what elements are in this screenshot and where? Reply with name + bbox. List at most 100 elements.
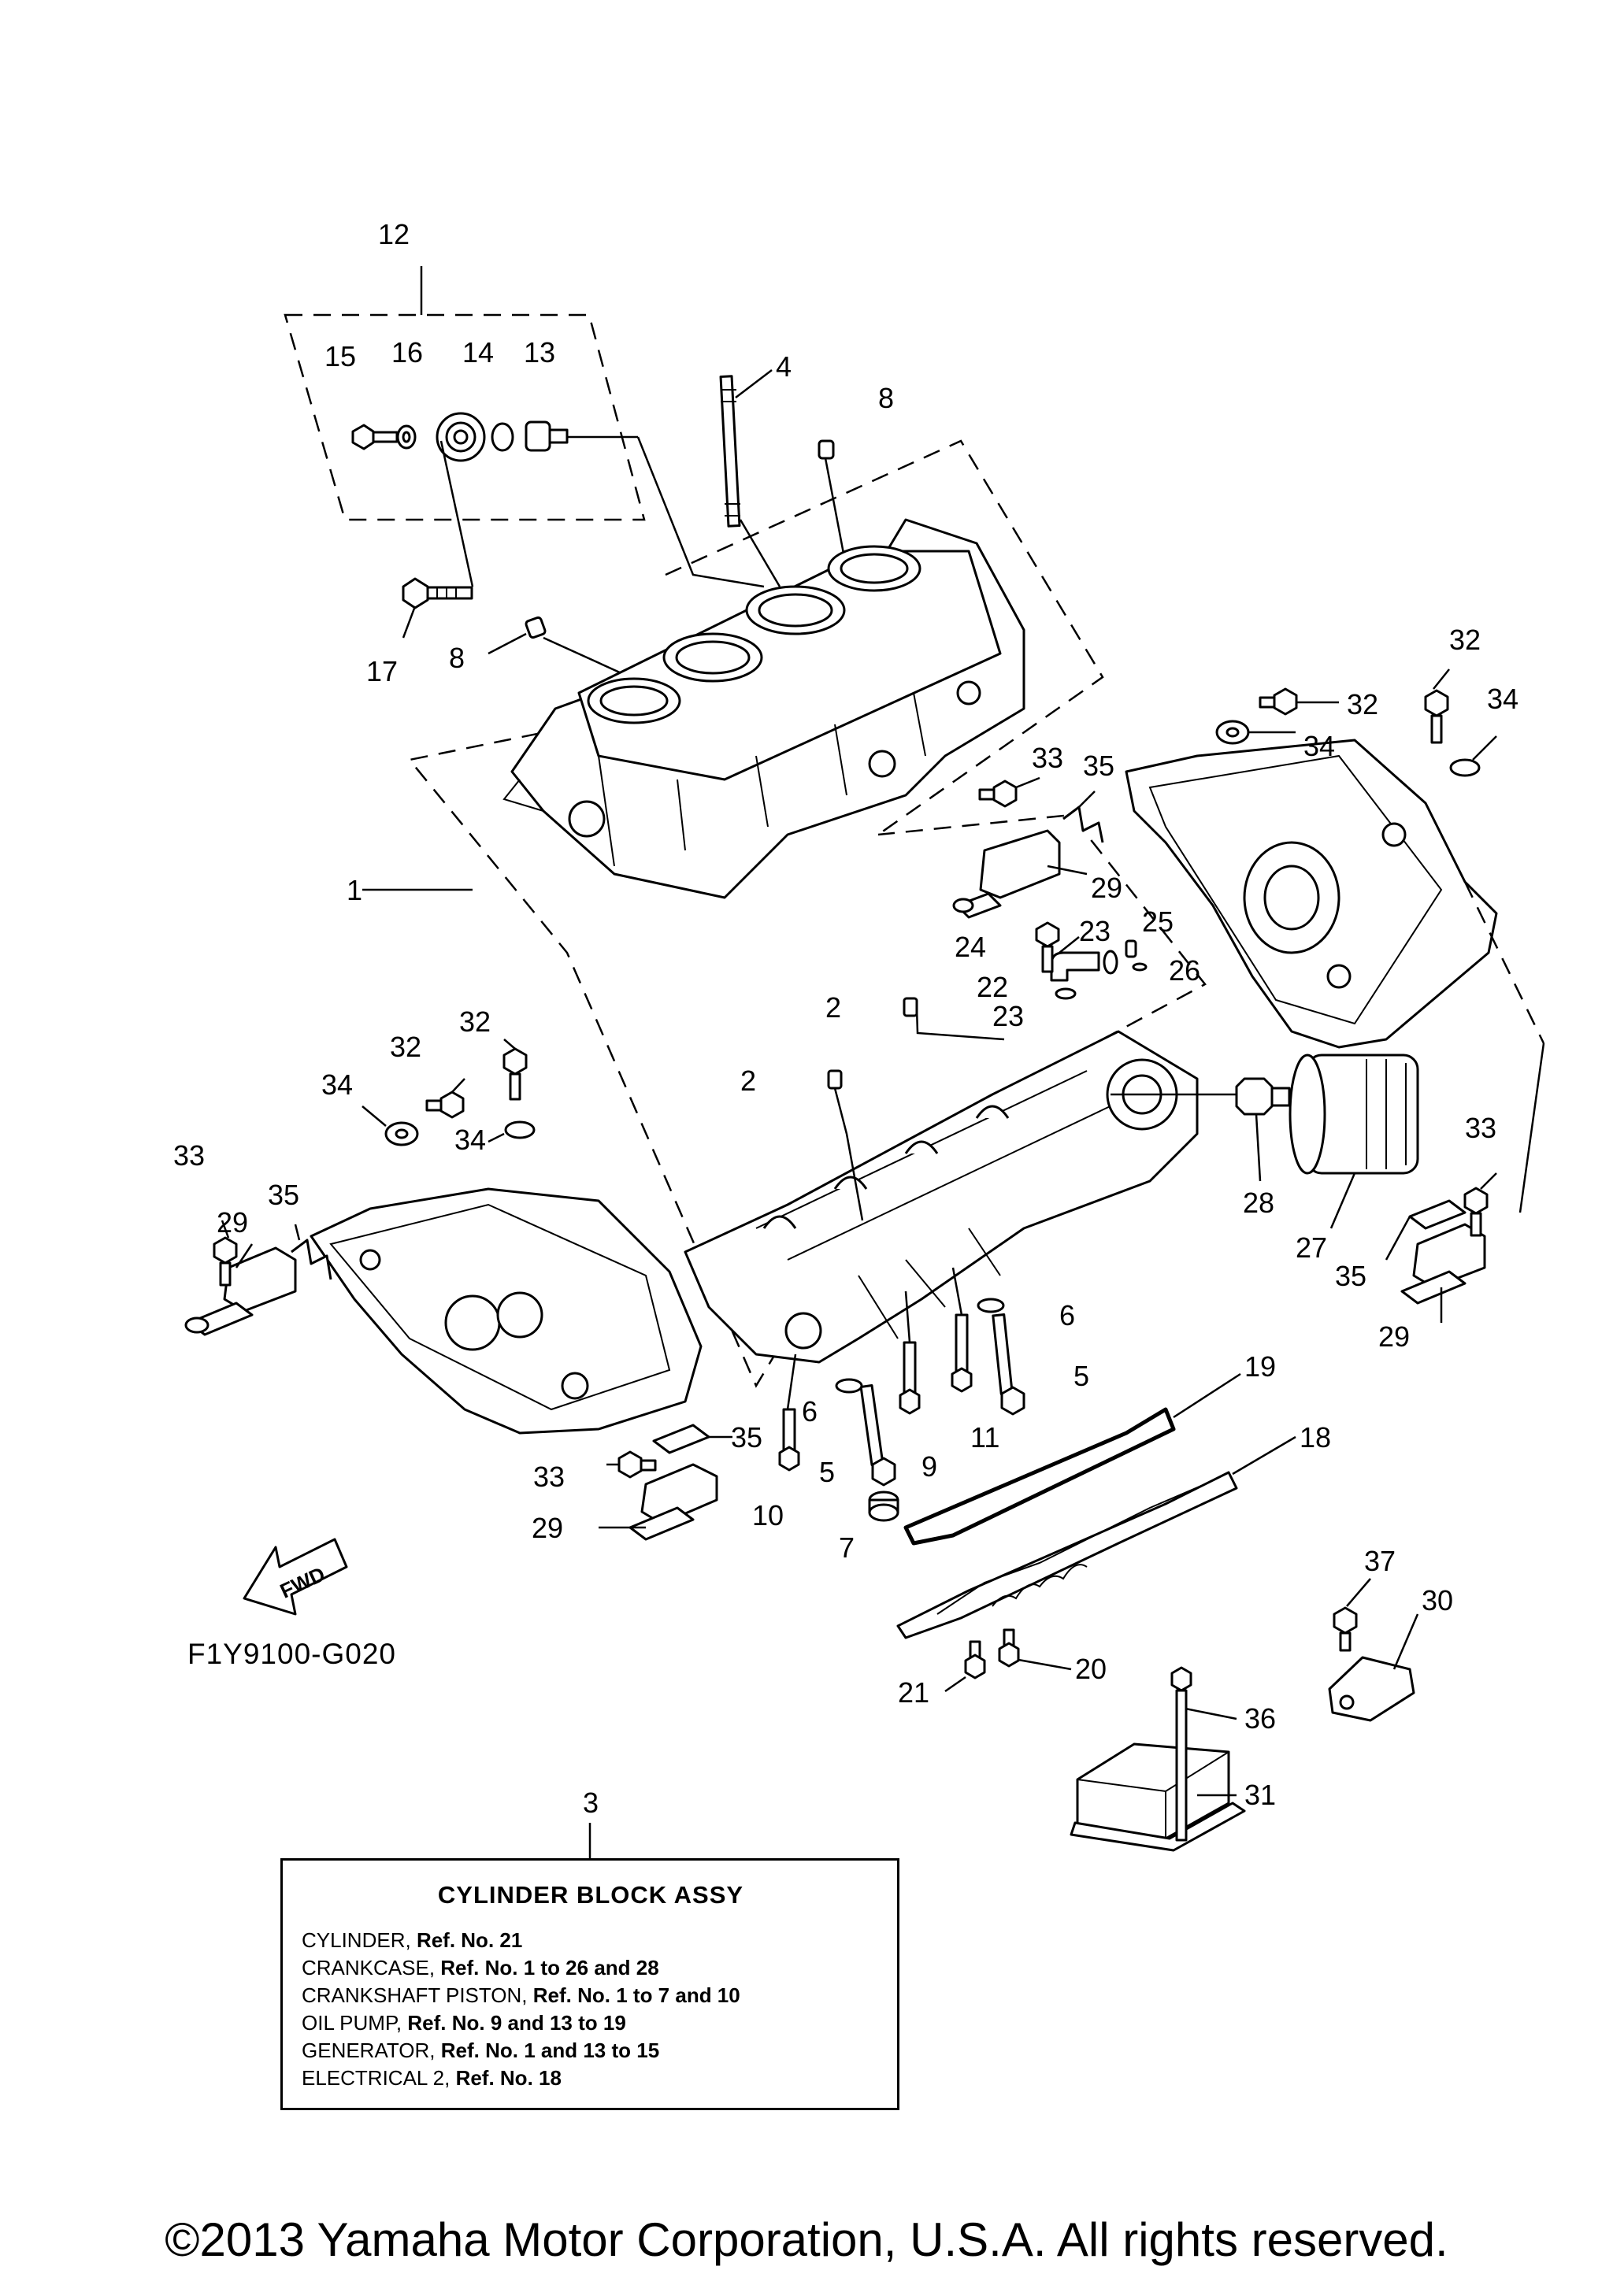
switch-part-13	[525, 420, 569, 452]
bolt-part-11	[951, 1313, 973, 1393]
washer-part-34-left-b	[504, 1120, 536, 1139]
callout-22: 22	[977, 971, 1008, 1003]
callout-35: 35	[268, 1179, 299, 1211]
callout-32: 32	[1449, 624, 1481, 656]
callout-21: 21	[898, 1676, 929, 1709]
assy-line: GENERATOR, Ref. No. 1 and 13 to 15	[302, 2037, 880, 2065]
callout-18: 18	[1300, 1421, 1331, 1454]
callout-6: 6	[802, 1395, 818, 1428]
callout-35: 35	[731, 1421, 762, 1454]
assy-line: ELECTRICAL 2, Ref. No. 18	[302, 2065, 880, 2092]
bolt-part-32-left-a	[425, 1091, 465, 1119]
oil-filter-part-27	[1289, 1054, 1419, 1175]
assy-line-name: CYLINDER,	[302, 1928, 411, 1952]
bracket-part-35-right	[1408, 1199, 1467, 1230]
callout-1: 1	[347, 874, 362, 906]
callout-28: 28	[1243, 1187, 1274, 1219]
pad-part-30	[1328, 1656, 1415, 1722]
callout-5: 5	[1073, 1360, 1089, 1392]
callout-8: 8	[878, 382, 894, 414]
mount-part-29-left	[184, 1246, 297, 1336]
callout-3: 3	[583, 1787, 599, 1819]
callout-34: 34	[1303, 730, 1335, 762]
callout-5: 5	[819, 1456, 835, 1488]
assy-line-ref: Ref. No. 1 and 13 to 15	[440, 2039, 660, 2062]
dowel-pin-part-8-left	[525, 616, 547, 639]
bolt-part-5-right	[992, 1313, 1025, 1416]
assy-line-name: OIL PUMP,	[302, 2011, 402, 2035]
assy-line-ref: Ref. No. 18	[455, 2066, 562, 2090]
bracket-part-35-left	[291, 1239, 332, 1280]
bolt-part-33-top	[978, 780, 1018, 808]
callout-26: 26	[1169, 954, 1200, 987]
o-ring-part-14	[491, 422, 514, 452]
callout-34: 34	[1487, 683, 1518, 715]
oil-pan-cover-part-18	[896, 1471, 1238, 1639]
assy-box-title: CYLINDER BLOCK ASSY	[437, 1881, 744, 1909]
assy-line: CRANKSHAFT PISTON, Ref. No. 1 to 7 and 1…	[302, 1982, 880, 2009]
assy-line-ref: Ref. No. 1 to 26 and 28	[440, 1956, 659, 1979]
assy-line-name: ELECTRICAL 2,	[302, 2066, 451, 2090]
callout-16: 16	[391, 336, 423, 368]
bolt-part-17	[402, 577, 473, 609]
callout-34: 34	[454, 1124, 486, 1156]
group-12-dashed-box	[284, 266, 646, 521]
bolt-part-10	[778, 1408, 800, 1472]
callout-32: 32	[390, 1031, 421, 1063]
bolt-part-15	[351, 424, 399, 450]
assy-line-ref: Ref. No. 1 to 7 and 10	[532, 1983, 740, 2007]
callout-23: 23	[1079, 915, 1111, 947]
assy-line: CRANKCASE, Ref. No. 1 to 26 and 28	[302, 1954, 880, 1982]
callout-20: 20	[1075, 1653, 1107, 1685]
callout-9: 9	[921, 1450, 937, 1483]
block-part-31	[1070, 1742, 1246, 1852]
o-ring-part-23-bottom	[1055, 987, 1077, 1000]
callout-4: 4	[776, 350, 792, 383]
washer-part-34-far-right	[1449, 758, 1481, 777]
callout-11: 11	[970, 1421, 999, 1454]
bolt-part-24	[1035, 921, 1060, 973]
callout-33: 33	[533, 1461, 565, 1493]
callout-35: 35	[1335, 1260, 1366, 1292]
cap-part-22	[1050, 951, 1100, 982]
callout-32: 32	[459, 1005, 491, 1038]
lower-crankcase	[684, 1030, 1199, 1364]
bolt-part-32-top-right	[1259, 687, 1298, 716]
washer-part-34-top	[1215, 720, 1250, 745]
callout-6: 6	[1059, 1299, 1075, 1331]
gasket-part-19	[903, 1407, 1176, 1546]
callout-36: 36	[1244, 1702, 1276, 1735]
fitting-part-28	[1235, 1077, 1291, 1116]
callout-10: 10	[752, 1499, 784, 1531]
callout-33: 33	[1465, 1112, 1496, 1144]
callout-30: 30	[1422, 1584, 1453, 1616]
mount-part-29-bottom	[629, 1463, 718, 1541]
callout-19: 19	[1244, 1350, 1276, 1383]
cylinder-block-assy-box: CYLINDER BLOCK ASSY CYLINDER, Ref. No. 2…	[280, 1858, 899, 2110]
bolt-part-33-bottom	[617, 1450, 657, 1479]
bolt-part-37	[1333, 1606, 1358, 1652]
bolt-part-5-left	[859, 1384, 896, 1487]
pin-part-25	[1125, 939, 1137, 958]
dowel-pin-part-2-lower	[827, 1069, 843, 1090]
callout-23: 23	[992, 1000, 1024, 1032]
callout-37: 37	[1364, 1545, 1396, 1577]
callout-31: 31	[1244, 1779, 1276, 1811]
left-side-cover	[310, 1187, 703, 1435]
callout-35: 35	[1083, 750, 1114, 782]
assy-line-ref: Ref. No. 21	[416, 1928, 523, 1952]
washer-part-6-left	[835, 1378, 863, 1394]
washer-part-34-left-a	[384, 1121, 419, 1146]
bolt-part-21	[964, 1640, 986, 1679]
bracket-part-35-bottom	[652, 1424, 710, 1454]
assy-line: CYLINDER, Ref. No. 21	[302, 1927, 880, 1954]
callout-2: 2	[825, 991, 841, 1024]
bolt-part-36	[1170, 1666, 1192, 1842]
bolt-part-9	[899, 1341, 921, 1415]
callout-25: 25	[1142, 905, 1174, 938]
bolt-part-32-far-right	[1424, 689, 1449, 744]
dowel-pin-part-2-upper	[903, 997, 918, 1017]
washer-part-26	[1132, 962, 1148, 972]
callout-12: 12	[378, 218, 410, 250]
